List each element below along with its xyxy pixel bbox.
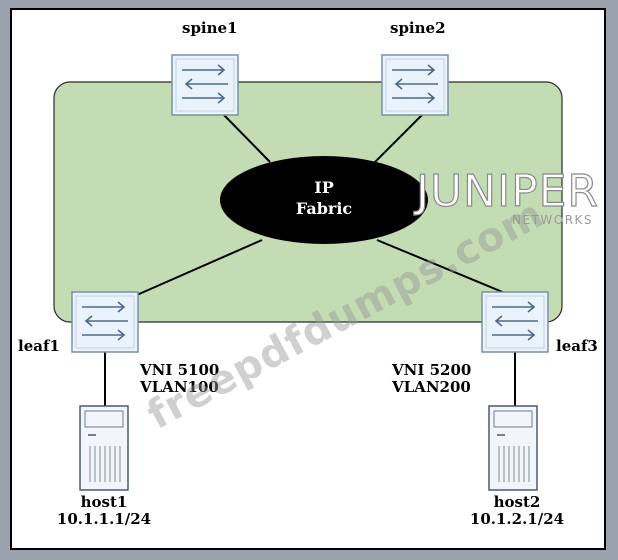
spine1-switch-icon	[171, 54, 239, 116]
host2-ip: 10.1.2.1/24	[469, 510, 565, 529]
spine1-label: spine1	[182, 19, 238, 37]
host1-label: host1 10.1.1.1/24	[54, 493, 154, 529]
ip-fabric-label: IP Fabric	[274, 178, 374, 220]
ip-fabric-line2: Fabric	[295, 198, 353, 218]
juniper-logo: JUNIPER	[415, 166, 599, 217]
host1-server-icon	[79, 405, 129, 491]
leaf1-switch-icon	[71, 291, 139, 353]
host1-name: host1	[80, 493, 128, 511]
left-vni: VNI 5100	[140, 361, 220, 379]
juniper-logo-subtext: NETWORKS	[512, 213, 594, 227]
host1-ip: 10.1.1.1/24	[56, 510, 152, 529]
left-segment-label: VNI 5100 VLAN100	[140, 361, 220, 397]
right-vlan: VLAN200	[392, 378, 471, 397]
link-spine2-fabric	[371, 112, 425, 166]
host2-server-icon	[488, 405, 538, 491]
spine2-label: spine2	[390, 19, 446, 37]
link-spine1-fabric	[221, 112, 271, 163]
leaf1-label: leaf1	[18, 337, 60, 355]
diagram-frame: spine1 spine2 leaf1 leaf3 IP Fabric VNI …	[10, 8, 606, 550]
ip-fabric-cloud	[220, 156, 428, 244]
ip-fabric-line1: IP	[314, 178, 334, 197]
link-leaf3-fabric	[376, 239, 518, 299]
link-leaf1-fabric	[129, 239, 263, 299]
host2-name: host2	[493, 493, 541, 511]
left-vlan: VLAN100	[140, 378, 219, 397]
leaf3-label: leaf3	[556, 337, 598, 355]
right-segment-label: VNI 5200 VLAN200	[392, 361, 472, 397]
network-topology	[53, 54, 563, 491]
right-vni: VNI 5200	[392, 361, 472, 379]
host2-label: host2 10.1.2.1/24	[462, 493, 572, 529]
spine2-switch-icon	[381, 54, 449, 116]
leaf3-switch-icon	[481, 291, 549, 353]
